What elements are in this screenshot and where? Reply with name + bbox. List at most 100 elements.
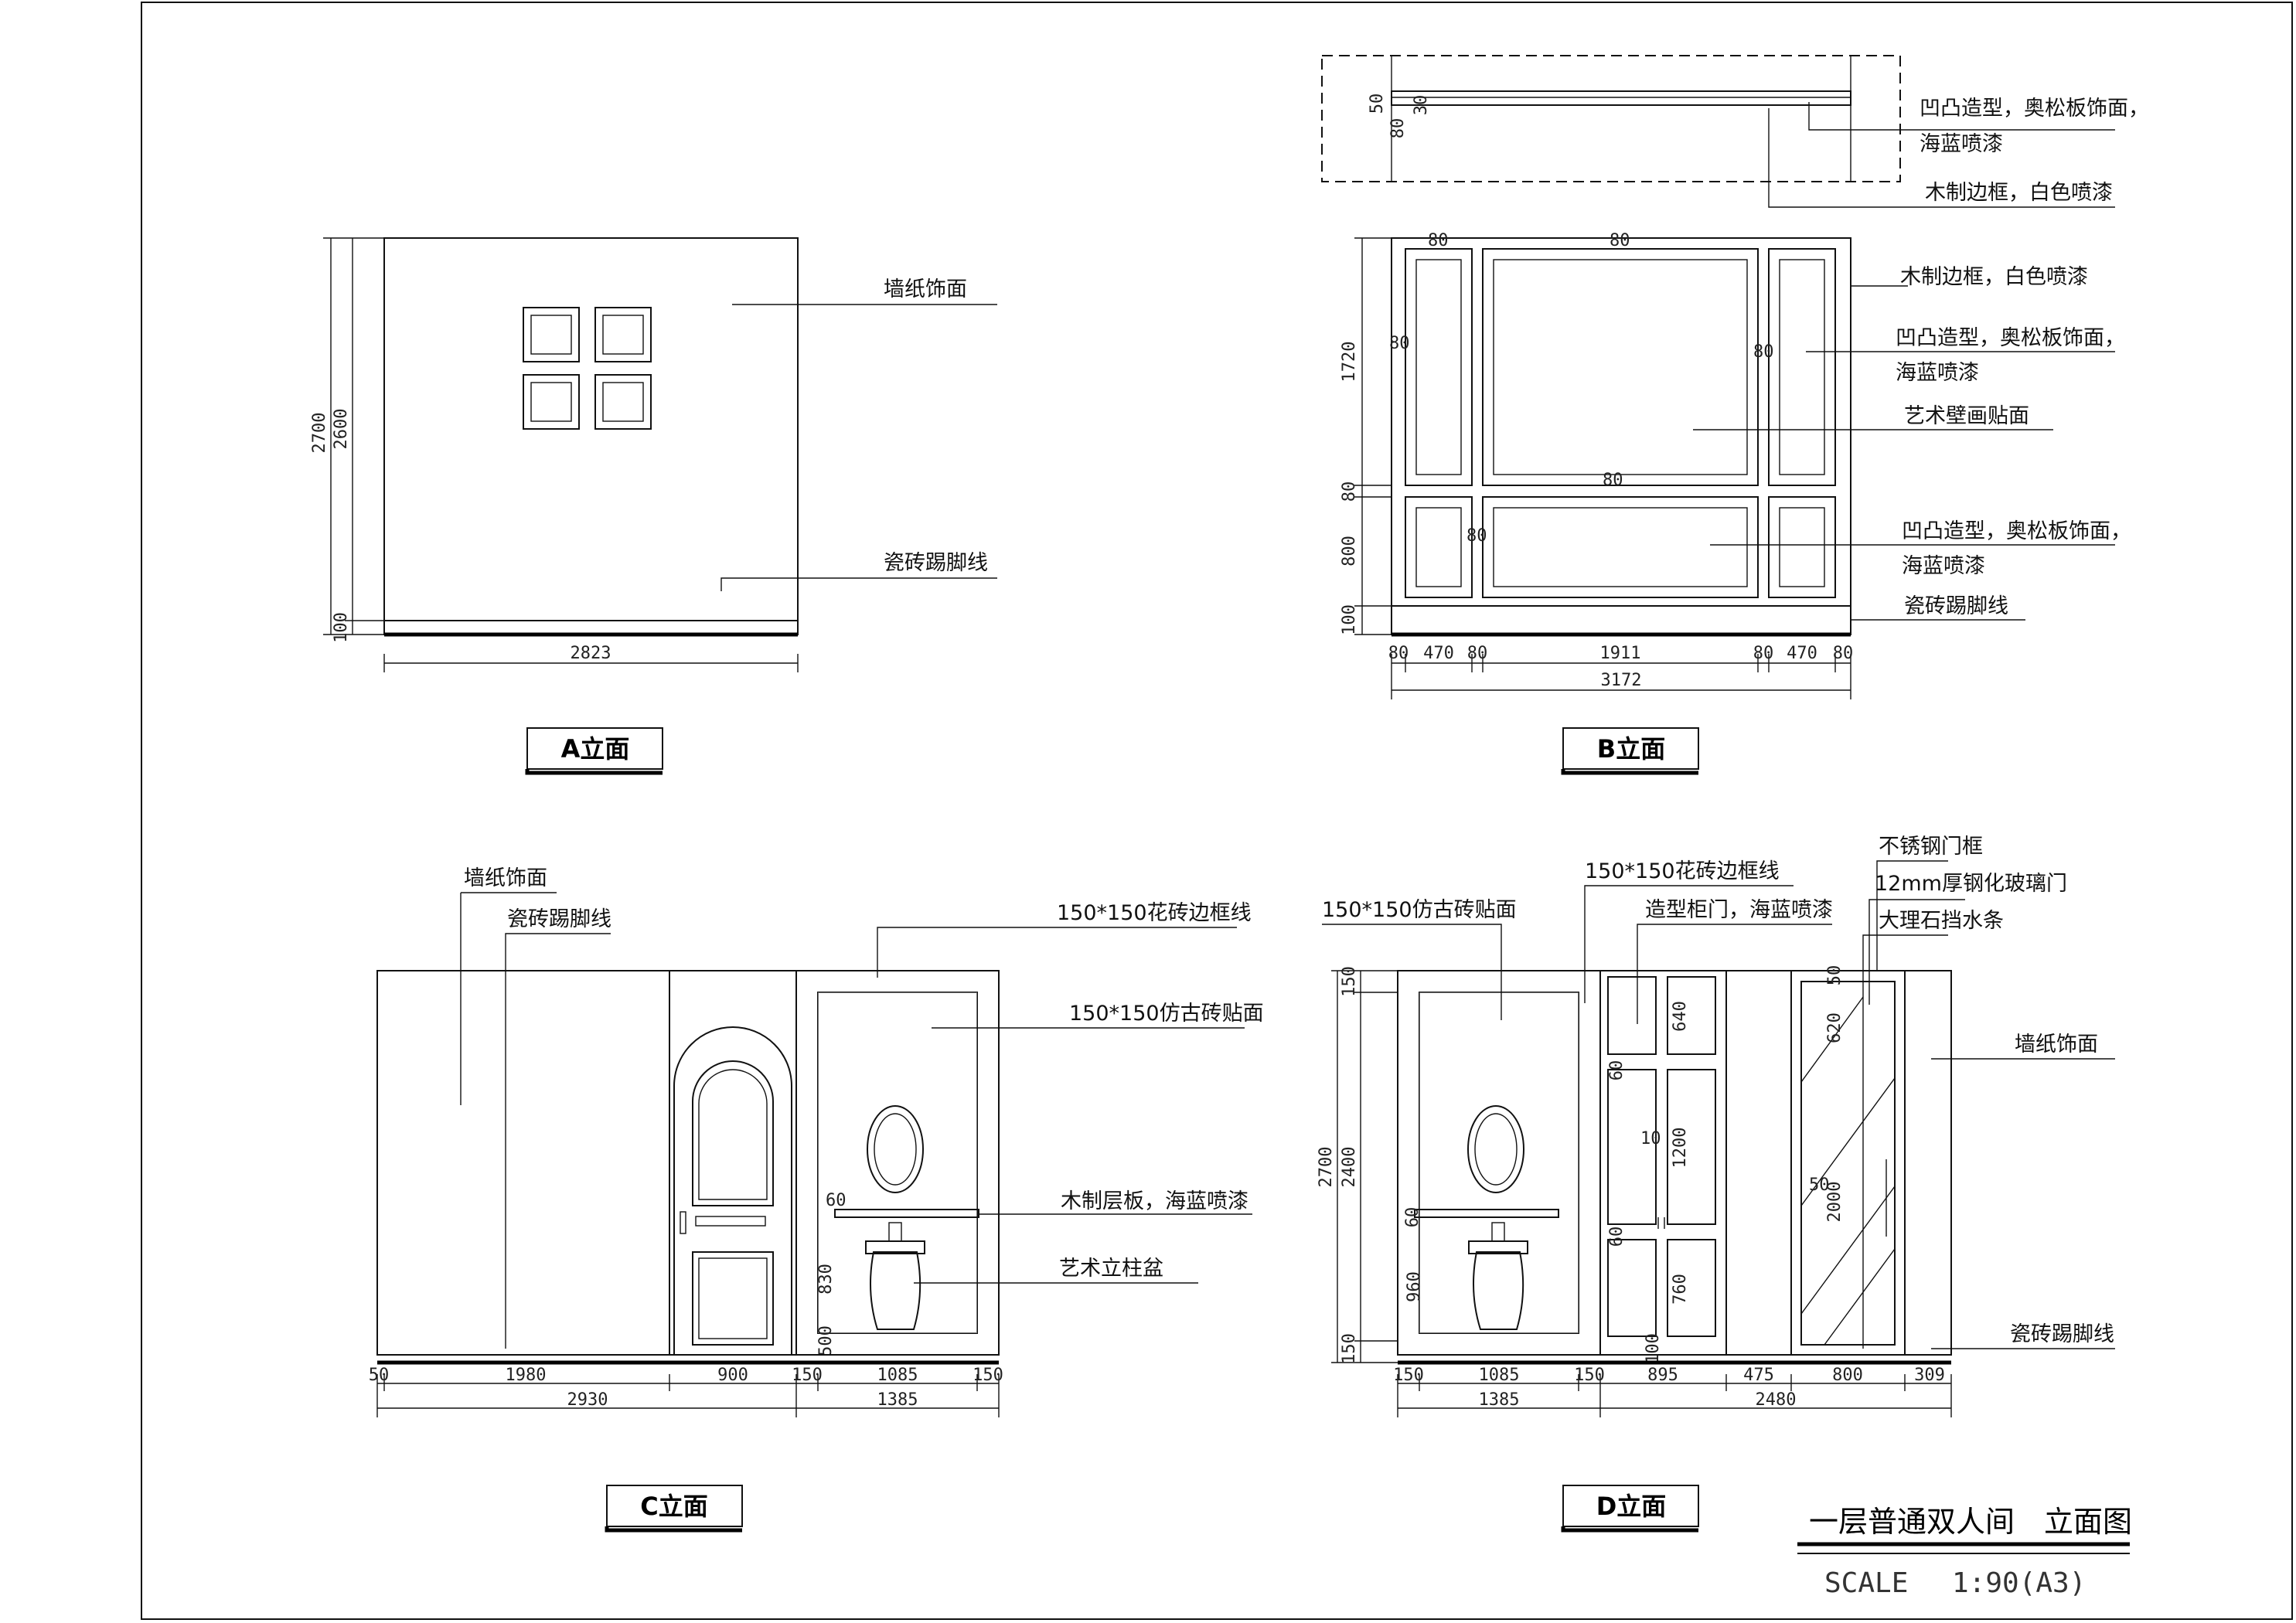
dimension-label: 80 — [1603, 471, 1623, 490]
label-b-frame: 木制边框，白色喷漆 — [1900, 265, 2088, 289]
scale-value: 1:90(A3) — [1952, 1567, 2086, 1599]
label-c-wallpaper: 墙纸饰面 — [464, 866, 547, 890]
dimension-label: 500 — [816, 1325, 836, 1356]
dimension-label: 150 — [792, 1366, 823, 1385]
dim-a-h-wall: 2600 — [332, 409, 351, 450]
title-box-a — [526, 727, 663, 770]
label-b-baseboard: 瓷砖踢脚线 — [1904, 594, 2008, 618]
dimension-label: 150 — [1340, 966, 1359, 997]
pedestal-basin-d — [1473, 1251, 1524, 1330]
art-frames — [523, 307, 652, 430]
dimension-label: 80 — [1467, 644, 1488, 663]
dimension-label: 800 — [1340, 536, 1359, 567]
dimension-label: 80 — [1340, 481, 1359, 502]
dimension-label: 1085 — [877, 1366, 918, 1385]
dimension-label: 1200 — [1671, 1128, 1690, 1169]
dimension-label: 800 — [1832, 1366, 1863, 1385]
dimension-label: 2400 — [1340, 1147, 1359, 1188]
label-b-relief-1: 凹凸造型，奥松板饰面， — [1896, 326, 2125, 350]
label-d-glass-door: 12mm厚钢化玻璃门 — [1875, 872, 2067, 896]
sheet-title: 一层普通双人间 立面图 — [1809, 1505, 2132, 1539]
label-d-cabinet: 造型柜门，海蓝喷漆 — [1645, 898, 1833, 922]
wall-c-wallpaper — [376, 970, 670, 1356]
elevation-c: 830 60 500 50 1980 900 150 1085 150 2930… — [369, 866, 1264, 1533]
elevation-d: 960 60 640 1200 760 60 10 60 100 620 50 … — [1317, 835, 2115, 1533]
dim-b-total: 3172 — [1601, 671, 1642, 690]
title-b: B立面 — [1597, 734, 1665, 764]
label-b-plan-1: 凹凸造型，奥松板饰面， — [1920, 97, 2149, 121]
label-c-tile-border: 150*150花砖边框线 — [1057, 901, 1252, 925]
dimension-label: 80 — [1467, 526, 1487, 546]
dimension-label: 50 — [369, 1366, 390, 1385]
dimension-label: 30 — [1412, 95, 1431, 116]
tile-field-d — [1419, 992, 1579, 1334]
dimension-label: 760 — [1671, 1274, 1690, 1305]
dimension-label: 100 — [1340, 604, 1359, 635]
dim-a-h-base: 100 — [332, 612, 351, 643]
label-b-relief-2: 凹凸造型，奥松板饰面， — [1902, 519, 2131, 543]
dimension-label: 50 — [1809, 1176, 1830, 1195]
dimension-label: 640 — [1671, 1001, 1690, 1032]
dimension-label: 309 — [1914, 1366, 1945, 1385]
dimension-label: 2700 — [1317, 1147, 1336, 1188]
dimension-label: 895 — [1647, 1366, 1678, 1385]
elevation-b: 50 80 30 凹凸造型，奥松板饰面， 海蓝喷漆 木制边框，白色喷漆 80 8… — [1321, 55, 2149, 775]
door-frame — [669, 970, 797, 1356]
sheet-border — [141, 2, 2293, 1620]
label-b-plan-1b: 海蓝喷漆 — [1920, 132, 2003, 156]
title-box-d — [1562, 1485, 1699, 1527]
wall-a-baseboard — [383, 620, 799, 635]
plan-b-outline — [1321, 55, 1901, 182]
label-d-marble-sill: 大理石挡水条 — [1879, 909, 2004, 933]
scale-label: SCALE — [1824, 1567, 1908, 1599]
title-c: C立面 — [640, 1492, 708, 1521]
dimension-label: 1980 — [506, 1366, 547, 1385]
mirror-c — [867, 1105, 924, 1193]
dimension-label: 960 — [1405, 1271, 1424, 1302]
dimension-label: 1911 — [1600, 644, 1641, 663]
pedestal-basin-c — [870, 1251, 921, 1330]
dimension-label: 150 — [1340, 1333, 1359, 1364]
title-d: D立面 — [1596, 1492, 1667, 1521]
label-d-tile-border: 150*150花砖边框线 — [1585, 859, 1780, 883]
title-block: 一层普通双人间 立面图 SCALE 1:90(A3) — [1797, 1505, 2132, 1599]
dim-a-h-total: 2700 — [310, 413, 329, 454]
label-a-baseboard: 瓷砖踢脚线 — [884, 551, 988, 575]
dimension-label: 60 — [1607, 1227, 1627, 1247]
dimension-label: 475 — [1743, 1366, 1774, 1385]
mirror-d — [1467, 1105, 1524, 1193]
dimension-label: 80 — [1610, 231, 1630, 250]
title-a: A立面 — [561, 734, 630, 764]
elevation-a: 2823 2700 2600 100 墙纸饰面 瓷砖踢脚线 A立面 — [310, 237, 997, 775]
dimension-label: 2000 — [1825, 1182, 1845, 1223]
door-arched-panel — [692, 1060, 774, 1206]
label-d-tile-face: 150*150仿古砖贴面 — [1322, 898, 1517, 922]
glass-door-d — [1790, 970, 1906, 1356]
label-b-plan-2: 木制边框，白色喷漆 — [1925, 181, 2113, 205]
dimension-label: 2930 — [567, 1390, 608, 1410]
dimension-label: 80 — [1833, 644, 1854, 663]
dimension-label: 470 — [1423, 644, 1454, 663]
wall-b-frame — [1391, 237, 1851, 607]
dim-a-width: 2823 — [571, 644, 611, 663]
dimension-label: 60 — [1403, 1207, 1422, 1228]
label-d-wallpaper: 墙纸饰面 — [2015, 1033, 2098, 1056]
dimension-label: 150 — [1393, 1366, 1424, 1385]
dimension-label: 海蓝喷漆 — [1902, 554, 1985, 578]
shelf-d — [1414, 1209, 1559, 1218]
dimension-label: 50 — [1825, 965, 1845, 986]
dimension-label: 620 — [1825, 1012, 1845, 1043]
dimension-label: 830 — [816, 1264, 836, 1295]
label-d-steel-frame: 不锈钢门框 — [1879, 835, 1983, 859]
dimension-label: 470 — [1787, 644, 1817, 663]
dimension-label: 80 — [1388, 644, 1409, 663]
dimension-label: 100 — [1644, 1333, 1663, 1364]
label-a-wallpaper: 墙纸饰面 — [884, 277, 967, 301]
title-box-b — [1562, 727, 1699, 770]
label-c-baseboard: 瓷砖踢脚线 — [507, 907, 611, 931]
label-c-basin: 艺术立柱盆 — [1059, 1257, 1163, 1281]
label-c-tile-face: 150*150仿古砖贴面 — [1069, 1002, 1264, 1026]
dimension-label: 80 — [1753, 342, 1774, 362]
tile-field-c — [817, 992, 978, 1334]
